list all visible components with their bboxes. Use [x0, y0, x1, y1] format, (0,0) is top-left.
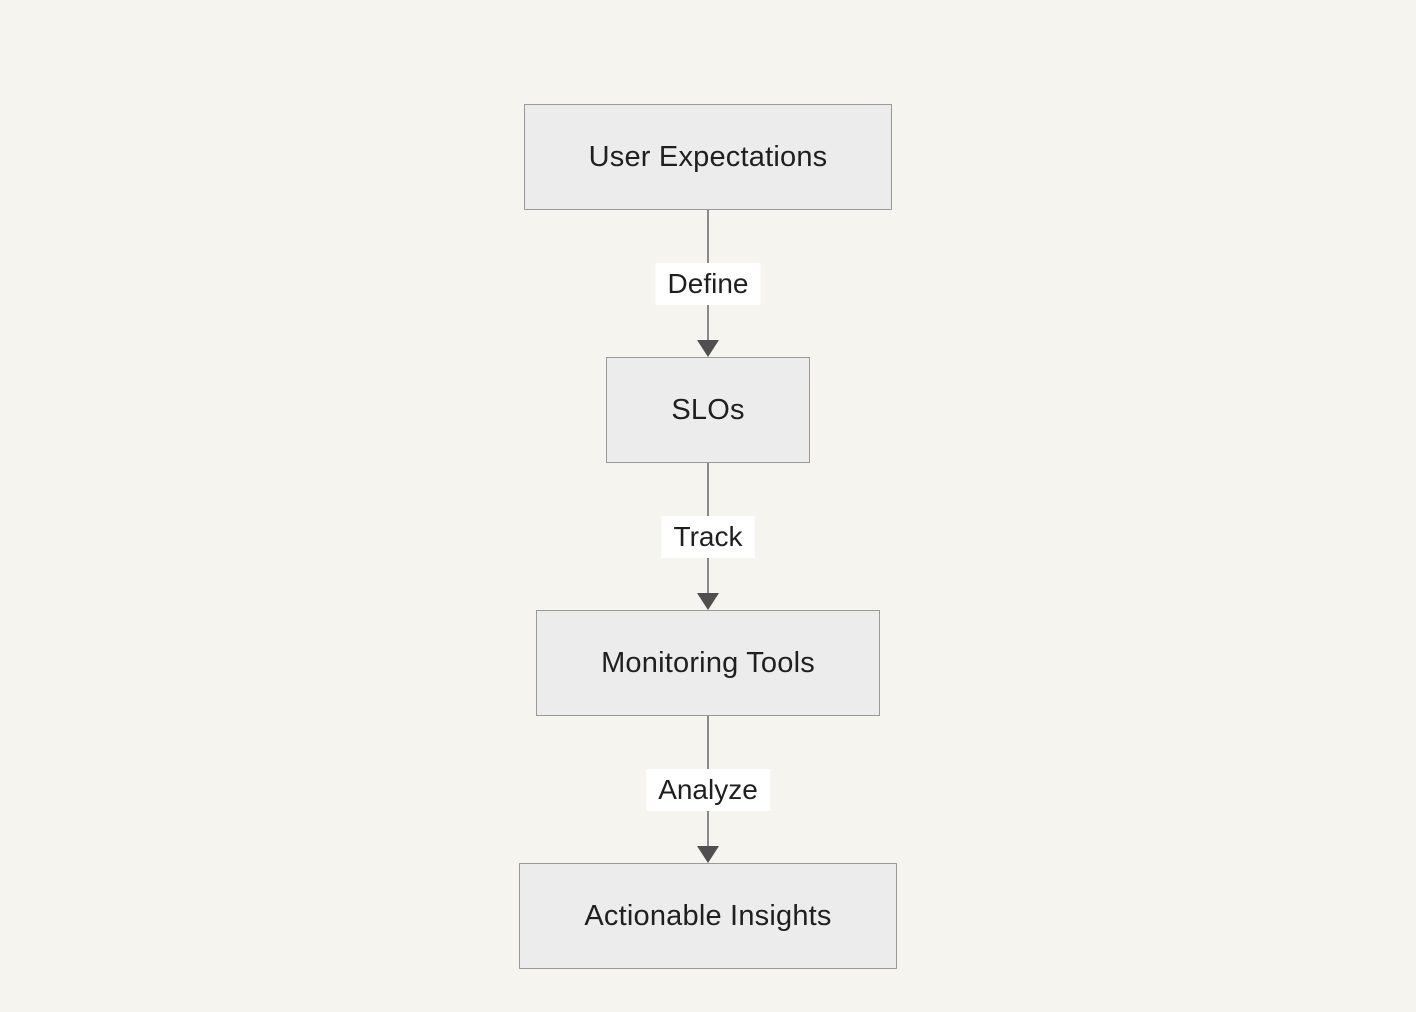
- node-label: Monitoring Tools: [601, 646, 815, 679]
- node-label: Actionable Insights: [584, 899, 832, 932]
- node-actionable-insights: Actionable Insights: [519, 863, 897, 969]
- node-user-expectations: User Expectations: [523, 104, 893, 210]
- edge-label-analyze: Analyze: [646, 768, 770, 811]
- node-slos: SLOs: [606, 357, 810, 463]
- node-label: SLOs: [671, 393, 745, 426]
- flowchart-column: User Expectations Define SLOs Track Moni…: [0, 104, 1416, 969]
- arrowhead-down-icon: [697, 846, 719, 863]
- connector-analyze: Analyze: [558, 716, 858, 863]
- arrowhead-down-icon: [697, 340, 719, 357]
- connector-define: Define: [558, 210, 858, 357]
- arrowhead-down-icon: [697, 593, 719, 610]
- edge-label-track: Track: [661, 515, 755, 558]
- connector-track: Track: [558, 463, 858, 610]
- node-label: User Expectations: [588, 140, 828, 173]
- node-monitoring-tools: Monitoring Tools: [536, 610, 880, 716]
- edge-label-define: Define: [655, 262, 761, 305]
